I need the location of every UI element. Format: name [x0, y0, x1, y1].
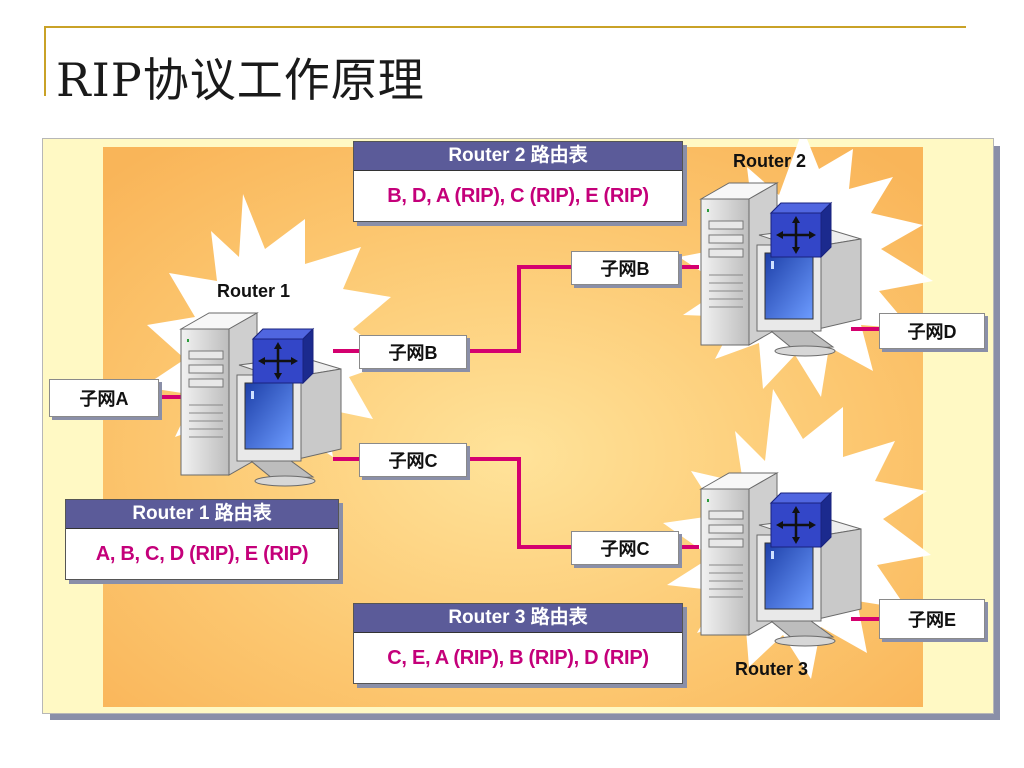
title-rule	[44, 26, 966, 28]
routing-table-entries: A, B, C, D (RIP), E (RIP)	[95, 543, 309, 565]
subnet-a-label: 子网A	[49, 379, 159, 417]
slide-title: RIP协议工作原理	[56, 53, 425, 107]
subnet-e-label: 子网E	[879, 599, 985, 639]
routing-table-entries: C, E, A (RIP), B (RIP), D (RIP)	[387, 647, 649, 669]
subnet-c-router3-label: 子网C	[571, 531, 679, 565]
title-rule-left	[44, 26, 46, 96]
routing-table-entries: B, D, A (RIP), C (RIP), E (RIP)	[387, 185, 649, 207]
network-diagram	[103, 139, 933, 707]
router2-name: Router 2	[733, 151, 807, 171]
link-subnet-c	[467, 457, 571, 549]
subnet-d-label: 子网D	[879, 313, 985, 349]
subnet-b-router2-label: 子网B	[571, 251, 679, 285]
routing-table-header: Router 2 路由表	[354, 142, 682, 171]
router3-name: Router 3	[735, 659, 809, 679]
router2-switch-icon	[769, 201, 833, 259]
subnet-b-router1-label: 子网B	[359, 335, 467, 369]
routing-table-header: Router 3 路由表	[354, 604, 682, 633]
routing-table-header: Router 1 路由表	[66, 500, 338, 529]
network-links	[159, 265, 879, 621]
router3-switch-icon	[769, 491, 833, 549]
diagram-panel: Router 1 Router 2 Router 3 子网A 子网B 子网C 子…	[42, 138, 994, 714]
subnet-c-router1-label: 子网C	[359, 443, 467, 477]
router1-switch-icon	[251, 327, 315, 385]
link-subnet-b	[467, 265, 571, 353]
router1-name: Router 1	[217, 281, 291, 301]
router2-routing-table: Router 2 路由表 B, D, A (RIP), C (RIP), E (…	[353, 141, 683, 222]
router3-routing-table: Router 3 路由表 C, E, A (RIP), B (RIP), D (…	[353, 603, 683, 684]
router1-routing-table: Router 1 路由表 A, B, C, D (RIP), E (RIP)	[65, 499, 339, 580]
